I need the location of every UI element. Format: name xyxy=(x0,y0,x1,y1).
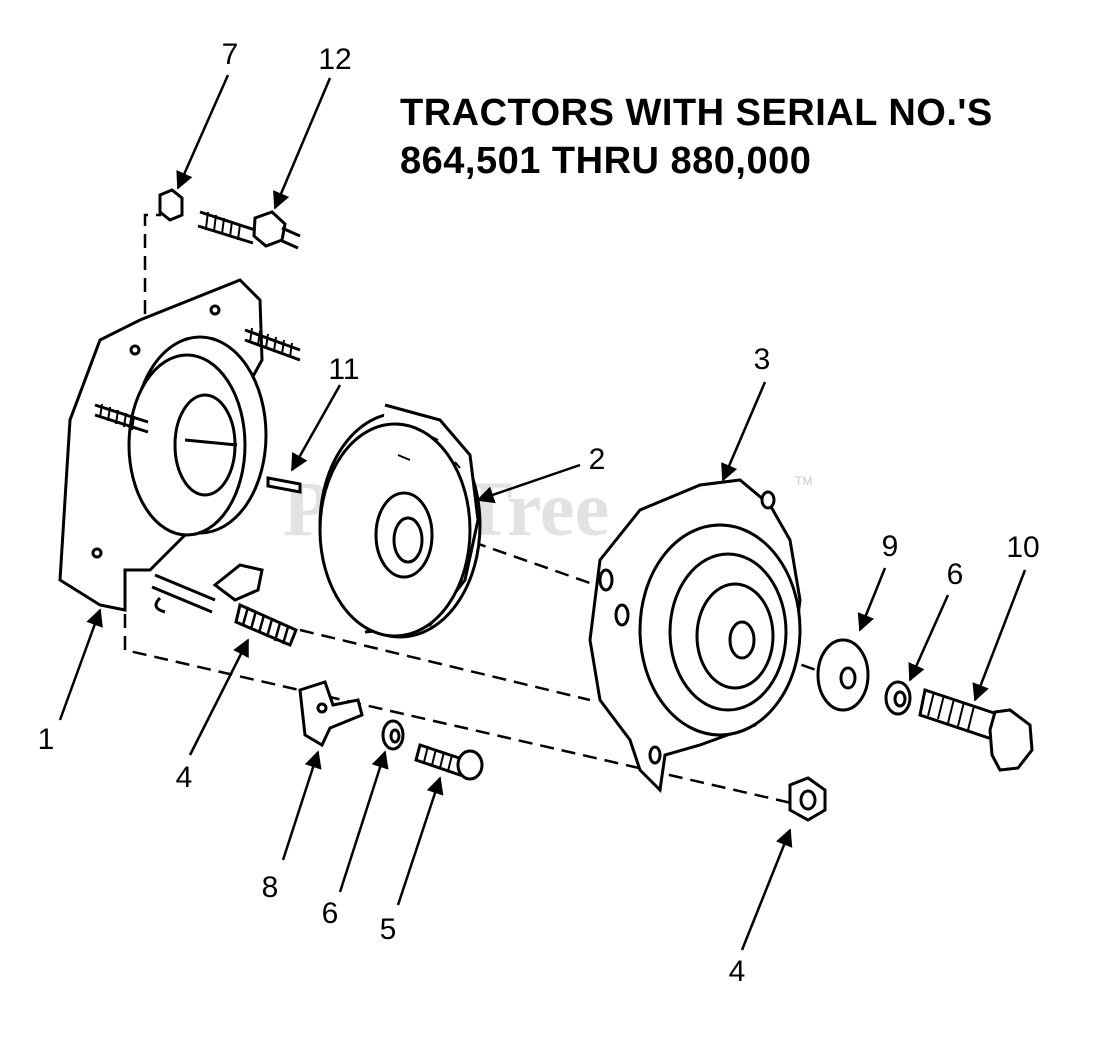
callout-8: 8 xyxy=(261,871,279,904)
part-6-lock-washer-right xyxy=(884,680,912,716)
diagram-title-line1: TRACTORS WITH SERIAL NO.'S xyxy=(400,92,993,134)
callout-9: 9 xyxy=(881,530,899,563)
part-5-screw xyxy=(414,743,484,781)
callout-10: 10 xyxy=(1006,531,1040,564)
part-8-bracket xyxy=(298,680,364,748)
diagram-title-line2: 864,501 THRU 880,000 xyxy=(400,140,812,182)
watermark-trademark: TM xyxy=(795,474,813,488)
callout-4-spring: 4 xyxy=(175,761,193,794)
part-4-hex-nut xyxy=(788,776,827,822)
callout-4-nut: 4 xyxy=(728,955,746,988)
part-11-key xyxy=(266,476,302,494)
callout-leaders xyxy=(58,74,1027,951)
callout-6-right: 6 xyxy=(946,558,964,591)
part-7-12-nut-and-stud xyxy=(158,188,301,250)
callout-12: 12 xyxy=(318,43,352,76)
callout-3: 3 xyxy=(753,343,771,376)
part-3-clutch-housing xyxy=(588,478,802,794)
part-9-flat-washer xyxy=(816,638,870,712)
callout-2: 2 xyxy=(588,443,606,476)
part-6-lock-washer-left xyxy=(381,719,405,751)
callout-7: 7 xyxy=(221,38,239,71)
callout-11: 11 xyxy=(328,353,360,386)
callout-6-left: 6 xyxy=(321,897,339,930)
part-1-mounting-plate xyxy=(58,278,301,614)
part-2-rotor xyxy=(318,403,482,639)
part-4-spring xyxy=(234,602,298,647)
callout-5: 5 xyxy=(379,913,397,946)
callout-1: 1 xyxy=(37,723,55,756)
part-10-hex-bolt xyxy=(918,688,1034,772)
